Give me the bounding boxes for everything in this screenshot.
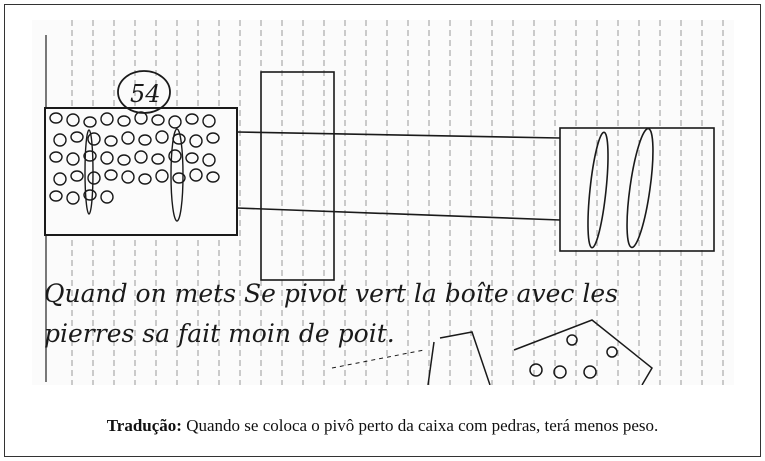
stone (53, 172, 67, 186)
caption-label: Tradução: (106, 416, 182, 435)
stone-circles (49, 111, 220, 205)
stone (202, 114, 216, 128)
stone (206, 132, 220, 144)
stone (168, 149, 182, 163)
caption-text: Quando se coloca o pivô perto da caixa c… (186, 416, 659, 435)
translation-caption: Tradução: Quando se coloca o pivô perto … (0, 416, 765, 436)
stone (100, 190, 114, 204)
stone (87, 132, 101, 146)
stone-box (44, 107, 238, 236)
stone (49, 151, 63, 163)
drawing-canvas: 54 Quand on mets Se pivot vert la boîte … (44, 20, 724, 385)
pivot-support (260, 71, 335, 281)
stone (83, 189, 97, 201)
stone (185, 152, 199, 164)
stone (155, 169, 169, 183)
stone (53, 133, 67, 147)
stone (151, 114, 165, 126)
stone (66, 113, 80, 127)
handwritten-line-1: Quand on mets Se pivot vert la boîte ave… (44, 279, 618, 308)
stone (83, 116, 97, 128)
stone (168, 115, 182, 129)
stone (70, 170, 84, 182)
stone (49, 112, 63, 124)
stone (66, 152, 80, 166)
stone (66, 191, 80, 205)
stone (189, 168, 203, 182)
handwritten-line-2: pierres sa fait moin de poit. (44, 319, 395, 348)
stone (49, 190, 63, 202)
handwritten-drawing-scan: 54 Quand on mets Se pivot vert la boîte … (32, 20, 734, 385)
stone (189, 134, 203, 148)
stone (151, 153, 165, 165)
stone (172, 172, 186, 184)
stone (185, 113, 199, 125)
stone (138, 134, 152, 146)
stone (206, 171, 220, 183)
stone (87, 171, 101, 185)
partial-lower-sketch (331, 319, 653, 385)
lever-bar (236, 131, 561, 221)
stone-box-stroke-right (170, 128, 184, 222)
stone (104, 169, 118, 181)
stone (121, 131, 135, 145)
stone (100, 151, 114, 165)
stone (100, 112, 114, 126)
stone (134, 150, 148, 164)
counterweight-box (559, 127, 715, 252)
stone-box-stroke-left (84, 129, 94, 215)
stone (70, 131, 84, 143)
stone (155, 130, 169, 144)
stone (83, 150, 97, 162)
stone (117, 154, 131, 166)
badge-circle (117, 70, 171, 114)
badge-number: 54 (130, 80, 161, 108)
stone (121, 170, 135, 184)
stone (138, 173, 152, 185)
stone (202, 153, 216, 167)
stone (104, 135, 118, 147)
stone (117, 115, 131, 127)
